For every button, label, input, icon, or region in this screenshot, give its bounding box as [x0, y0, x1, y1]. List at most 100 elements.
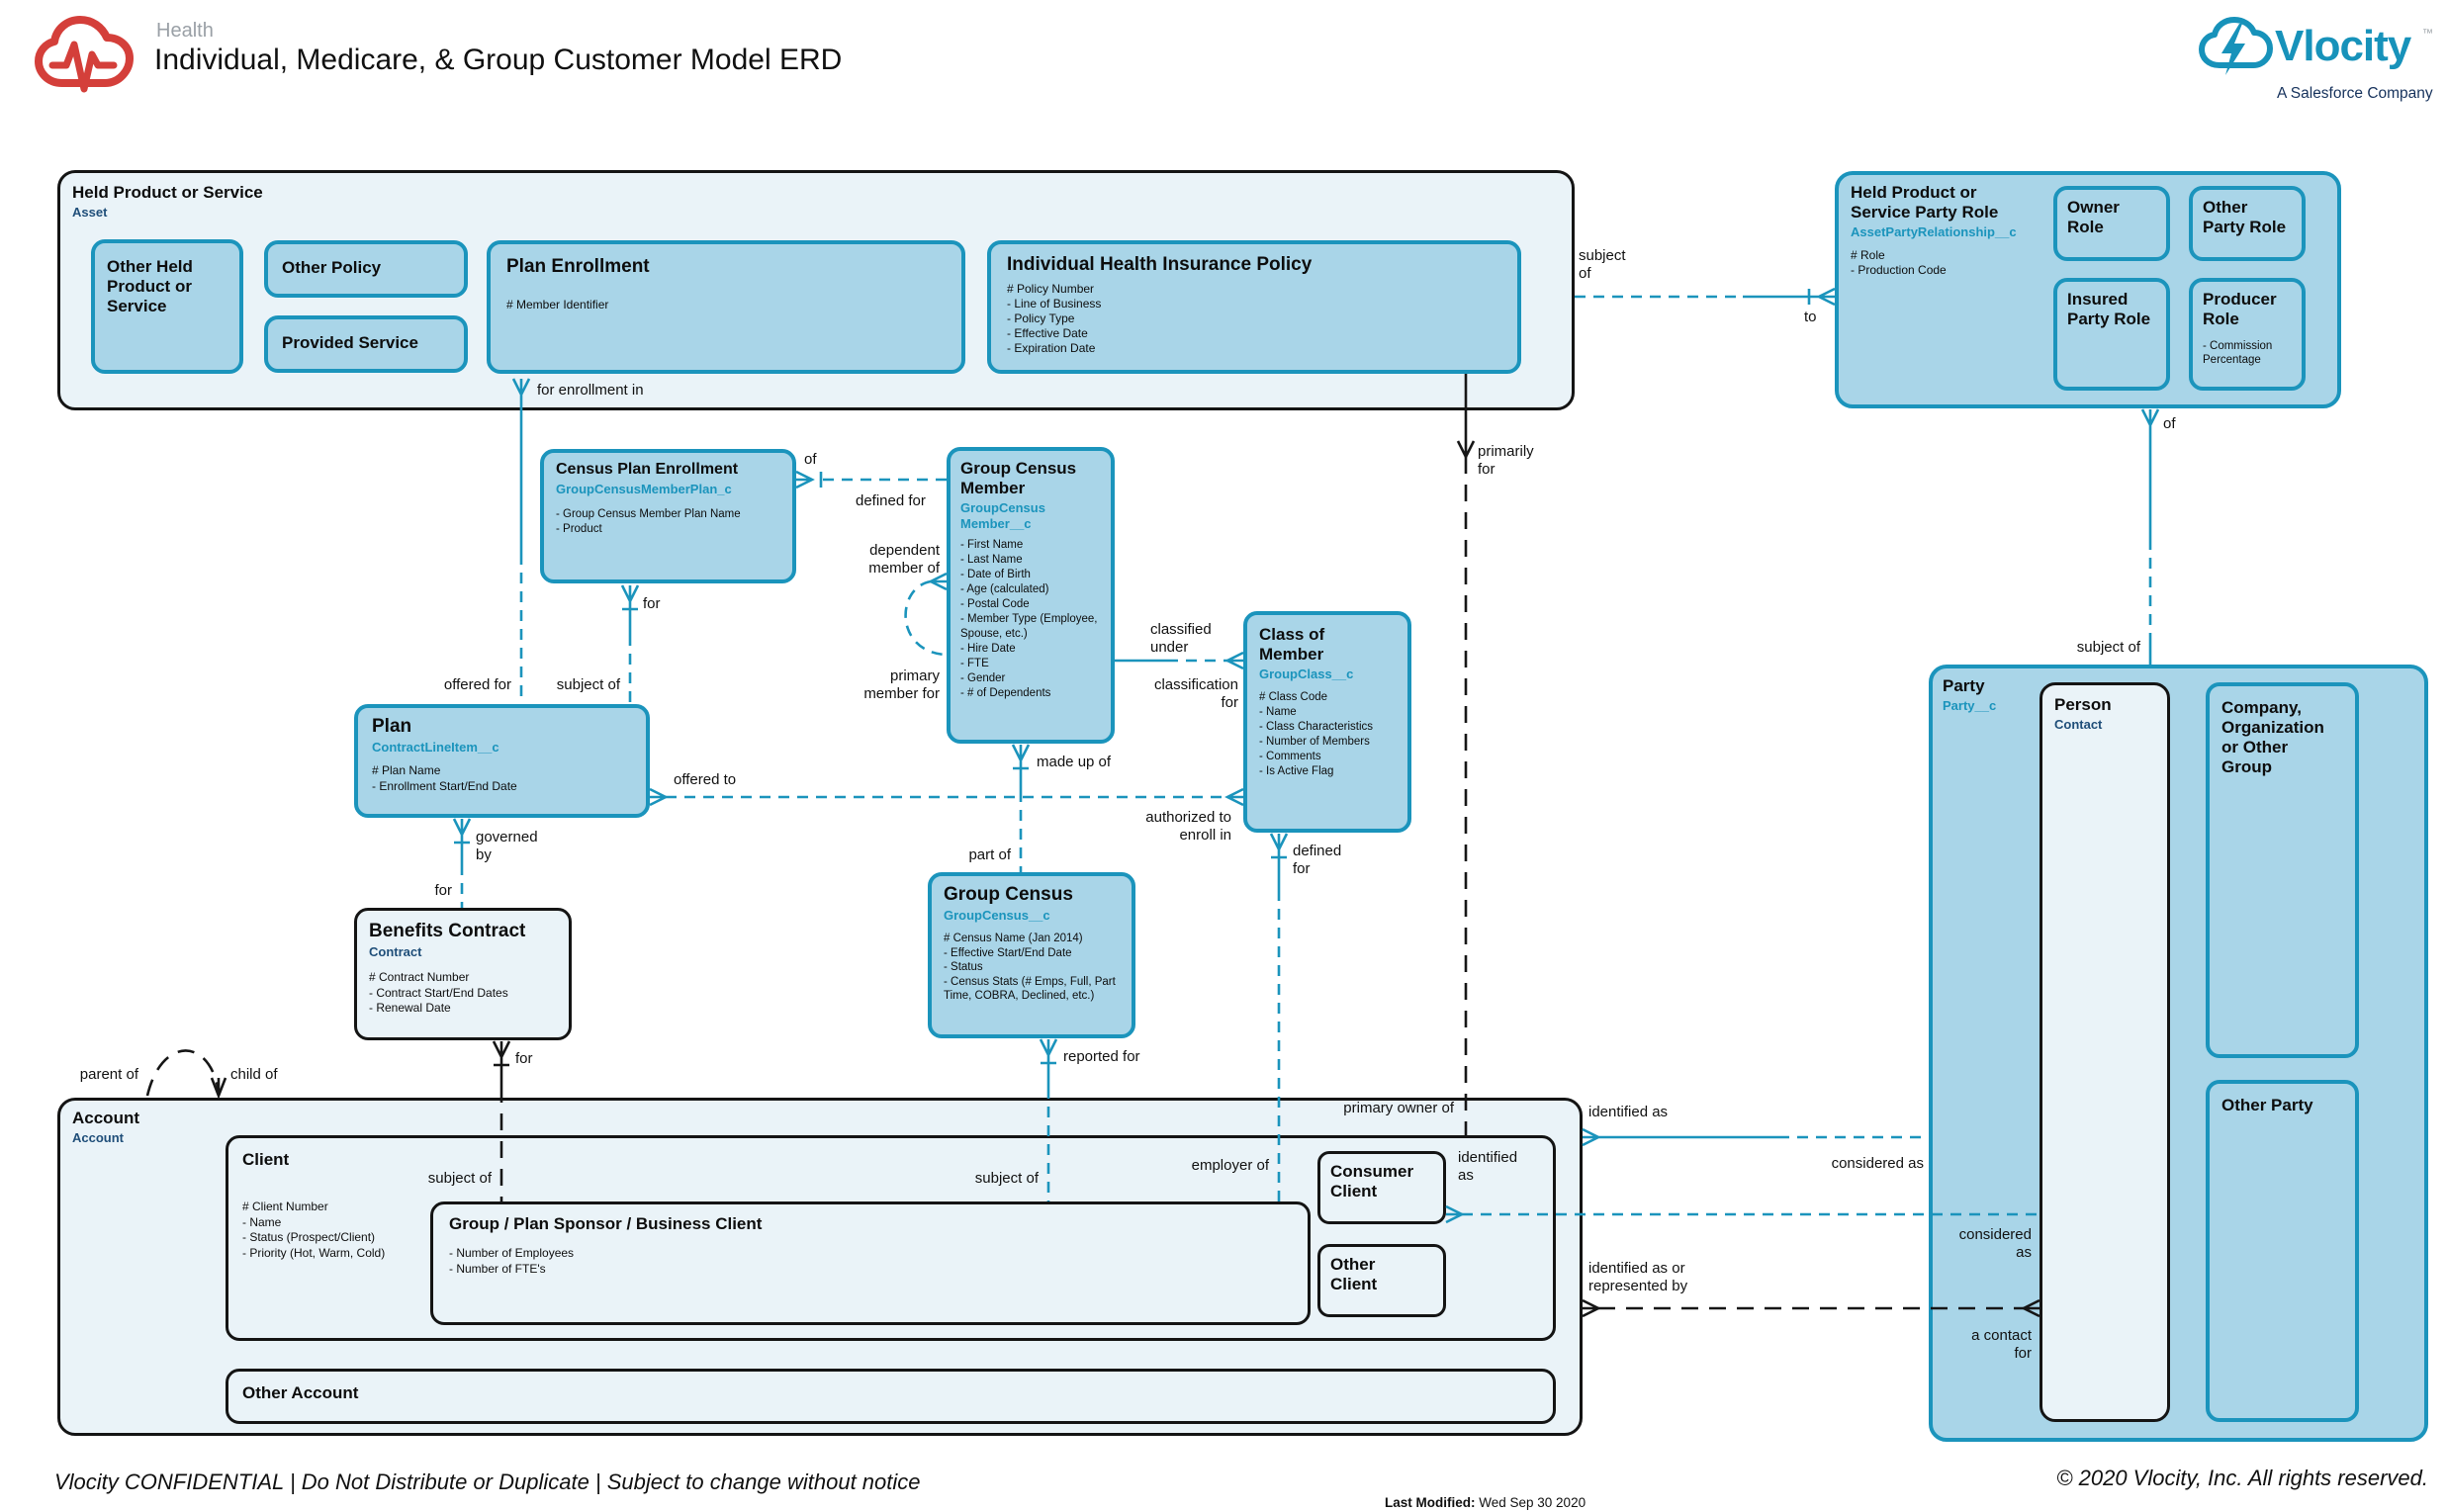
entity-other-account: Other Account	[226, 1369, 1556, 1424]
entity-attributes: - Commission Percentage	[2203, 340, 2273, 367]
rel-label-subject-of: subject of	[974, 1170, 1039, 1187]
entity-class-of-member: Class of Member GroupClass__c # Class Co…	[1243, 611, 1411, 833]
vlocity-cloud-icon	[2199, 17, 2273, 75]
entity-object-name: Asset	[72, 205, 108, 221]
entity-attributes: - Number of Employees - Number of FTE's	[449, 1246, 575, 1276]
rel-label-of: of	[804, 451, 817, 468]
rel-label-primary-member-for: primary member for	[863, 667, 940, 702]
rel-label-parent-of: parent of	[79, 1066, 138, 1083]
entity-person: Person Contact	[2039, 682, 2170, 1422]
entity-title: Provided Service	[282, 333, 418, 352]
entity-title: Individual Health Insurance Policy	[1007, 254, 1313, 275]
entity-object-name: AssetPartyRelationship__c	[1851, 224, 2017, 240]
entity-title: Held Product or Service Party Role	[1851, 183, 1999, 222]
rel-label-for: for	[434, 882, 452, 899]
rel-label-primary-owner-of: primary owner of	[1343, 1100, 1454, 1116]
rel-label-part-of: part of	[968, 846, 1011, 863]
health-cloud-icon	[35, 16, 134, 93]
rel-label-classification-for: classification for	[1153, 676, 1238, 711]
entity-attributes: # Class Code - Name - Class Characterist…	[1259, 690, 1374, 777]
vlocity-wordmark: Vlocity	[2275, 22, 2411, 70]
entity-attributes: # Role - Production Code	[1851, 247, 1947, 278]
entity-attributes: - First Name - Last Name - Date of Birth…	[960, 538, 1098, 699]
rel-label-identified-as: identified as	[1458, 1149, 1518, 1184]
rel-label-considered-as: considered as	[1831, 1155, 1924, 1172]
entity-title: Census Plan Enrollment	[556, 461, 739, 478]
entity-attributes: - Group Census Member Plan Name - Produc…	[556, 507, 741, 536]
rel-label-for-enrollment-in: for enrollment in	[537, 382, 644, 399]
entity-title: Class of Member	[1259, 625, 1325, 665]
entity-consumer-client: Consumer Client	[1317, 1151, 1446, 1224]
rel-label-governed-by: governed by	[476, 829, 538, 863]
entity-company-organization-or-other-group: Company, Organization or Other Group	[2206, 682, 2359, 1058]
entity-object-name: GroupCensus__c	[944, 908, 1050, 924]
rel-label-made-up-of: made up of	[1037, 754, 1112, 770]
entity-other-party: Other Party	[2206, 1080, 2359, 1422]
entity-object-name: GroupCensus Member__c	[960, 500, 1045, 531]
entity-plan: Plan ContractLineItem__c # Plan Name - E…	[354, 704, 650, 818]
entity-title: Plan	[372, 716, 412, 737]
entity-title: Benefits Contract	[369, 921, 526, 941]
entity-group-plan-sponsor-business-client: Group / Plan Sponsor / Business Client -…	[430, 1201, 1311, 1325]
entity-object-name: Party__c	[1943, 698, 1997, 714]
entity-attributes: # Contract Number - Contract Start/End D…	[369, 970, 508, 1016]
rel-label-classified-under: classified under	[1150, 621, 1212, 656]
entity-title: Party	[1943, 676, 1985, 695]
rel-label-considered-as: considered as	[1958, 1226, 2032, 1261]
rel-label-subject-of: subject of	[427, 1170, 492, 1187]
entity-title: Client	[242, 1150, 290, 1169]
entity-other-policy: Other Policy	[264, 240, 468, 298]
rel-label-subject-of: subject of	[556, 676, 620, 693]
rel-label-a-contact-for: a contact for	[1971, 1327, 2032, 1362]
entity-object-name: Account	[72, 1130, 124, 1146]
entity-title: Account	[72, 1109, 139, 1127]
page-title: Individual, Medicare, & Group Customer M…	[154, 44, 843, 76]
entity-plan-enrollment: Plan Enrollment # Member Identifier	[487, 240, 965, 374]
entity-individual-health-insurance-policy: Individual Health Insurance Policy # Pol…	[987, 240, 1521, 374]
entity-title: Producer Role	[2203, 290, 2277, 329]
confidential-notice: Vlocity CONFIDENTIAL | Do Not Distribute…	[54, 1469, 921, 1494]
entity-object-name: GroupClass__c	[1259, 667, 1354, 682]
rel-label-authorized-to-enroll-in: authorized to enroll in	[1145, 809, 1231, 844]
rel-label-to: to	[1804, 309, 1817, 325]
rel-label-defined-for: defined for	[856, 492, 926, 509]
trademark-symbol: ™	[2422, 28, 2433, 40]
entity-provided-service: Provided Service	[264, 315, 468, 373]
entity-title: Consumer Client	[1330, 1162, 1414, 1201]
entity-other-client: Other Client	[1317, 1244, 1446, 1317]
entity-producer-role: Producer Role - Commission Percentage	[2189, 278, 2306, 391]
rel-label-identified-as-or-represented-by: identified as or represented by	[1588, 1260, 1688, 1294]
entity-title: Owner Role	[2067, 198, 2120, 237]
entity-other-held-product-or-service: Other Held Product or Service	[91, 239, 243, 374]
entity-group-census-member: Group Census Member GroupCensus Member__…	[947, 447, 1115, 744]
entity-title: Group / Plan Sponsor / Business Client	[449, 1214, 763, 1233]
rel-label-for: for	[643, 595, 661, 612]
entity-group-census: Group Census GroupCensus__c # Census Nam…	[928, 872, 1135, 1038]
rel-label-employer-of: employer of	[1191, 1157, 1269, 1174]
entity-attributes: # Client Number - Name - Status (Prospec…	[242, 1200, 386, 1260]
entity-title: Other Held Product or Service	[107, 257, 193, 316]
entity-attributes: # Policy Number - Line of Business - Pol…	[1007, 282, 1102, 356]
entity-attributes: # Member Identifier	[506, 298, 609, 312]
entity-title: Other Party	[2221, 1096, 2313, 1114]
rel-label-identified-as: identified as	[1588, 1104, 1669, 1120]
entity-title: Other Client	[1330, 1255, 1378, 1294]
entity-title: Other Account	[242, 1383, 359, 1402]
rel-label-child-of: child of	[230, 1066, 278, 1083]
rel-label-subject-of: subject of	[1579, 247, 1626, 282]
entity-title: Person	[2054, 695, 2112, 714]
entity-title: Held Product or Service	[72, 183, 263, 202]
last-modified-label: Last Modified:	[1385, 1495, 1476, 1510]
entity-insured-party-role: Insured Party Role	[2053, 278, 2170, 391]
rel-label-offered-for: offered for	[443, 676, 511, 693]
rel-label-dependent-member-of: dependent member of	[868, 542, 940, 577]
product-label: Health	[156, 20, 214, 42]
last-modified-value: Wed Sep 30 2020	[1475, 1495, 1586, 1510]
entity-title: Company, Organization or Other Group	[2221, 698, 2324, 777]
entity-title: Group Census Member	[960, 459, 1077, 498]
entity-title: Group Census	[944, 884, 1073, 905]
entity-title: Other Party Role	[2203, 198, 2287, 237]
entity-object-name: Contact	[2054, 717, 2103, 733]
entity-attributes: # Plan Name - Enrollment Start/End Date	[372, 763, 517, 793]
